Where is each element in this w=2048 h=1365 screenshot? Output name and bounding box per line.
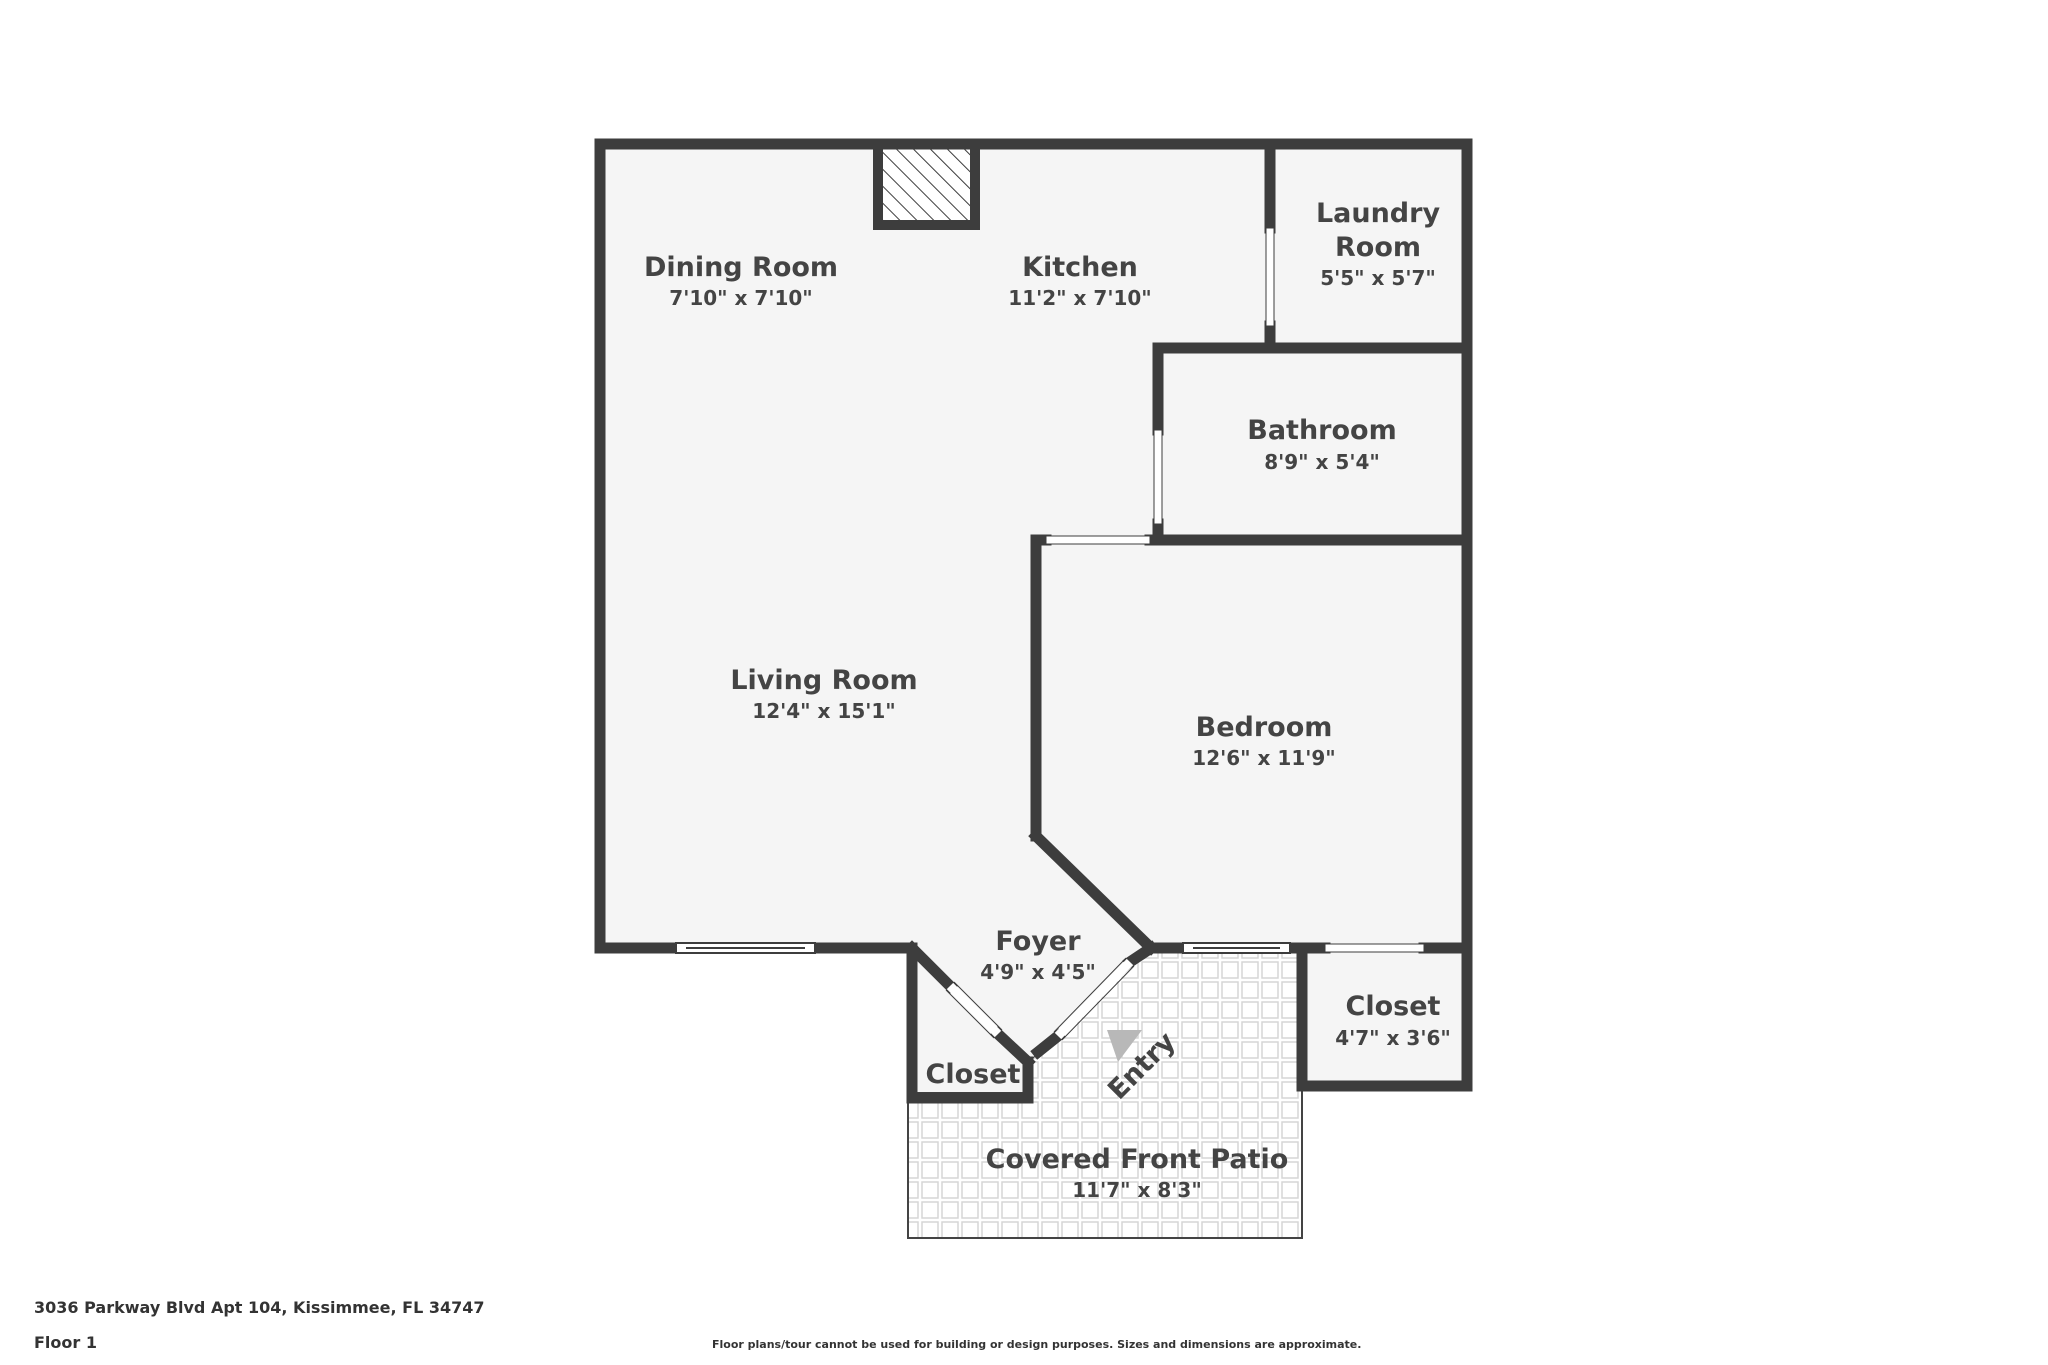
laundry-room-name-line2: Room bbox=[1335, 232, 1421, 263]
door-openings bbox=[1045, 227, 1425, 953]
angled-openings bbox=[945, 957, 1135, 1041]
bedroom-name: Bedroom bbox=[1196, 712, 1333, 743]
bathroom-name: Bathroom bbox=[1247, 415, 1396, 446]
floor-label: Floor 1 bbox=[34, 1333, 97, 1352]
dining-room-name: Dining Room bbox=[644, 252, 838, 283]
address-text: 3036 Parkway Blvd Apt 104, Kissimmee, FL… bbox=[34, 1298, 485, 1317]
windows bbox=[675, 942, 1291, 954]
bathroom-dims: 8'9" x 5'4" bbox=[1264, 450, 1380, 474]
closet-bedroom-dims: 4'7" x 3'6" bbox=[1335, 1026, 1451, 1050]
kitchen-dims: 11'2" x 7'10" bbox=[1008, 286, 1151, 310]
patio-dims: 11'7" x 8'3" bbox=[1072, 1178, 1202, 1202]
kitchen-name: Kitchen bbox=[1022, 252, 1138, 283]
entry-arrow-icon bbox=[1107, 1030, 1142, 1062]
disclaimer-text: Floor plans/tour cannot be used for buil… bbox=[712, 1338, 1362, 1351]
closet-right-floor bbox=[1302, 948, 1467, 1086]
living-room-dims: 12'4" x 15'1" bbox=[752, 699, 895, 723]
chimney-block bbox=[873, 139, 980, 230]
walls bbox=[594, 138, 1473, 1104]
foyer-name: Foyer bbox=[995, 926, 1081, 957]
closet-bedroom-name: Closet bbox=[1346, 991, 1441, 1022]
living-room-name: Living Room bbox=[730, 665, 917, 696]
closet-foyer-name: Closet bbox=[926, 1059, 1021, 1090]
foyer-dims: 4'9" x 4'5" bbox=[980, 960, 1096, 984]
patio-name: Covered Front Patio bbox=[986, 1144, 1289, 1175]
laundry-room-name-line1: Laundry bbox=[1316, 198, 1441, 229]
laundry-room-dims: 5'5" x 5'7" bbox=[1320, 266, 1436, 290]
bedroom-dims: 12'6" x 11'9" bbox=[1192, 746, 1335, 770]
dining-room-dims: 7'10" x 7'10" bbox=[669, 286, 812, 310]
